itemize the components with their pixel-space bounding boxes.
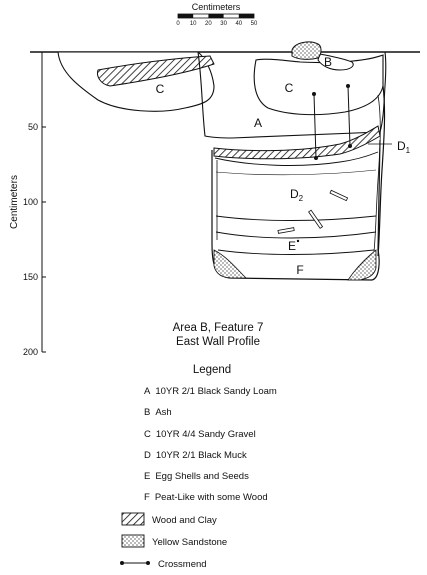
scale-bar-segment <box>178 14 194 18</box>
wood-fragment <box>308 209 324 229</box>
wood-clay-band-d1 <box>213 125 381 160</box>
layer-b-ash-lens <box>317 53 354 71</box>
stipple-swatch-icon <box>121 534 145 548</box>
scale-bar-segment <box>238 14 254 18</box>
sandstone-rock <box>291 41 322 60</box>
scale-tick-label: 10 <box>190 21 197 27</box>
layer-label-d2: D2 <box>290 187 304 203</box>
axis-label: Centimeters <box>9 175 20 229</box>
scale-tick-label: 30 <box>220 21 227 27</box>
hatch-swatch-icon <box>121 512 145 526</box>
crossmend-vertical-1 <box>312 92 318 160</box>
layer-a-outline <box>197 51 387 139</box>
crossmend-line-icon <box>120 561 150 565</box>
wood-fragment <box>277 227 295 234</box>
layer-c-right-block <box>253 54 384 116</box>
wood-clay-band-left <box>97 55 215 87</box>
axis-tick-label: 100 <box>23 197 38 207</box>
sandstone-left-corner <box>213 249 247 279</box>
pit-body-outline <box>211 139 381 281</box>
scale-bar: Centimeters 0 10 20 30 40 50 <box>176 2 258 27</box>
legend-symbol-label: Wood and Clay <box>152 515 217 526</box>
scale-bar-segment <box>208 14 224 18</box>
figure-subtitle: East Wall Profile <box>176 336 260 348</box>
axis-tick-label: 150 <box>23 272 38 282</box>
egg-shell-dot <box>296 239 300 243</box>
scale-tick-label: 0 <box>176 21 180 27</box>
d2-sublayer <box>215 169 377 176</box>
layer-label-c-right: C <box>285 81 294 95</box>
d2-top-boundary <box>214 151 379 166</box>
figure-title: Area B, Feature 7 <box>173 322 264 334</box>
scale-tick-label: 40 <box>235 21 242 27</box>
layer-label-b: B <box>324 55 332 69</box>
scale-bar-label: Centimeters <box>192 2 241 12</box>
layer-label-d1: D1 <box>397 139 411 155</box>
wood-fragment <box>329 189 349 202</box>
layer-label-f: F <box>296 263 303 277</box>
legend-symbol-label: Yellow Sandstone <box>152 537 227 548</box>
pit-right-wall <box>377 85 386 257</box>
crossmend-vertical-2 <box>346 84 352 148</box>
layer-label-a: A <box>254 116 262 130</box>
axis-tick-label: 50 <box>28 122 38 132</box>
layer-e-bottom-boundary <box>217 249 375 255</box>
scale-tick-label: 20 <box>205 21 212 27</box>
vertical-axis: 50 100 150 200 Centimeters <box>9 52 46 357</box>
legend-heading: Legend <box>193 364 231 376</box>
scale-tick-label: 50 <box>251 21 258 27</box>
layer-label-e: E <box>288 239 296 253</box>
layer-label-c-left: C <box>156 82 165 96</box>
legend-symbol-label: Crossmend <box>158 559 207 570</box>
layer-e-top-boundary <box>215 231 377 239</box>
sandstone-right-corner <box>347 249 377 281</box>
pit-right-wall-inner <box>373 94 381 253</box>
axis-tick-label: 200 <box>23 347 38 357</box>
d2-bottom-boundary <box>215 215 377 221</box>
